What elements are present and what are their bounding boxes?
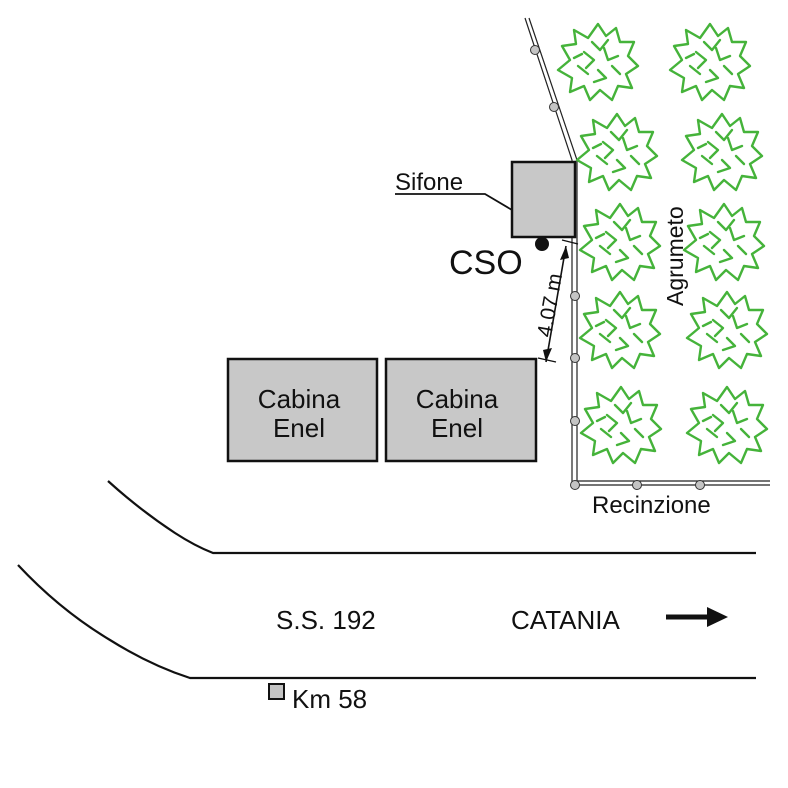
cabina-enel-2: Cabina Enel [384,357,538,463]
cabina-label-line2: Enel [273,413,325,443]
cabina-enel-1: Cabina Enel [226,357,379,463]
fence-post [530,45,540,55]
cabina-label-line1: Cabina [258,384,341,414]
square-marker-icon [268,683,285,700]
cso-point [535,237,549,251]
citrus-tree-icon [578,202,662,282]
distance-label: 4.07 m [533,272,567,339]
cabina-label-line1: Cabina [416,384,499,414]
citrus-tree-icon [556,22,640,102]
citrus-tree-icon [575,112,659,192]
fence-post [570,291,580,301]
citrus-tree-icon [578,290,662,370]
fence [524,17,770,490]
distance-dimension: 4.07 m [533,239,579,363]
citrus-tree-icon [668,22,752,102]
sifone-label: Sifone [395,169,463,196]
citrus-tree-icon [685,385,769,465]
fence-post [570,480,580,490]
citrus-tree-icon [685,290,769,370]
cabina-label-line2: Enel [431,413,483,443]
sifone-leader [395,193,513,211]
fence-post [549,102,559,112]
citrus-tree-icon [680,112,764,192]
fence-post [570,353,580,363]
fence-post [632,480,642,490]
recinzione-label: Recinzione [592,492,711,519]
citrus-tree-icon [579,385,663,465]
road-upper-edge [107,480,756,555]
siphon-box [510,160,577,239]
cso-label: CSO [449,244,523,282]
direction-label: CATANIA [511,605,620,635]
citrus-tree-icon [682,202,766,282]
fence-post [570,416,580,426]
road-name: S.S. 192 [276,605,376,635]
road: S.S. 192 CATANIA [17,480,756,680]
fence-post [695,480,705,490]
km-marker-label: Km 58 [292,684,367,714]
road-lower-edge [17,564,756,680]
agrumeto-label: Agrumeto [662,206,688,306]
arrow-right-icon [666,607,728,627]
